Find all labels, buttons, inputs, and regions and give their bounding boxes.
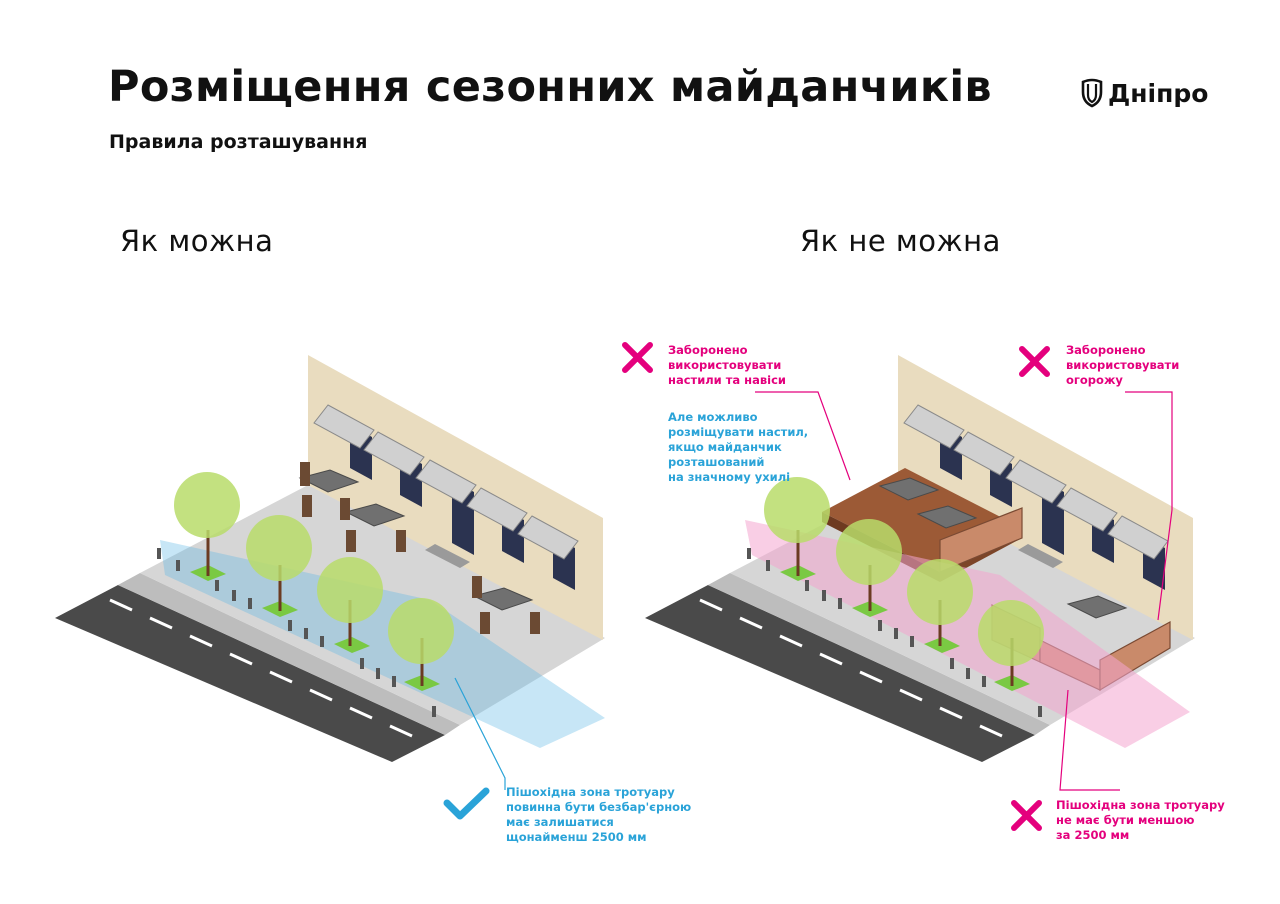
- forbidden-decking-note: Заборонено використовувати настили та на…: [668, 343, 786, 387]
- page-title: Розміщення сезонних майданчиків: [108, 62, 992, 112]
- forbidden-section-title: Як не можна: [800, 224, 1001, 258]
- decking-exception-note: Але можливо розміщувати настил, якщо май…: [668, 410, 809, 484]
- forbidden-walkway-note: Пішохідна зона тротуару не має бути менш…: [1056, 798, 1225, 842]
- shield-icon: [1081, 78, 1103, 108]
- road: [55, 585, 445, 762]
- logo-text: Дніпро: [1108, 78, 1209, 108]
- page-subtitle: Правила розташування: [109, 131, 368, 153]
- cross-icon: [622, 342, 653, 373]
- city-logo: Дніпро: [1080, 78, 1208, 108]
- road: [645, 585, 1035, 762]
- walkway-zone: [160, 540, 605, 748]
- allowed-section-title: Як можна: [120, 224, 274, 258]
- check-icon: [443, 787, 490, 820]
- forbidden-fence-note: Заборонено використовувати огорожу: [1066, 343, 1180, 387]
- cross-icon: [1019, 346, 1050, 377]
- allowed-walkway-note: Пішохідна зона тротуару повинна бути без…: [506, 785, 692, 844]
- cross-icon: [1011, 800, 1042, 831]
